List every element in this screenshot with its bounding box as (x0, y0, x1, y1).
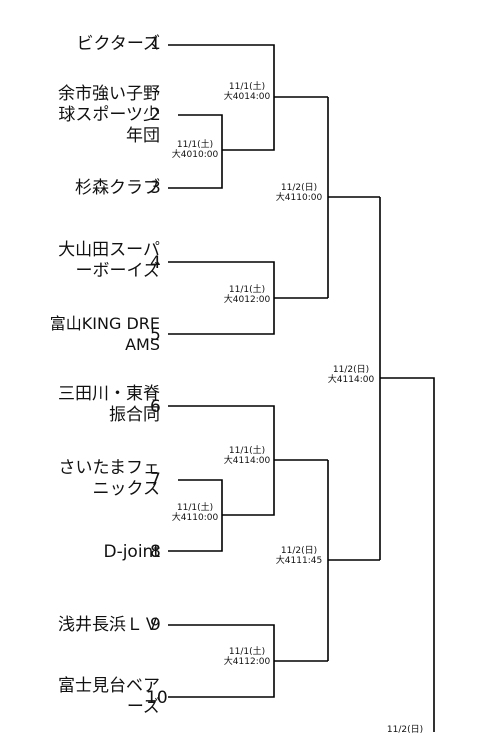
team-name-5: 富山KING DRE AMS (10, 313, 160, 355)
team-seed-4: 4 (150, 253, 161, 273)
bracket-line-team7 (168, 479, 223, 552)
team-seed-10: 10 (146, 688, 168, 708)
bracket-line-team2 (168, 114, 223, 189)
team-seed-7: 7 (150, 470, 161, 490)
team-name-2: 余市強い子野 球スポーツ少 年団 (10, 84, 160, 147)
team-seed-3: 3 (150, 178, 161, 198)
match-date: 11/1(土) (228, 446, 266, 456)
match-venue: 大4111:45 (275, 556, 323, 566)
match-date: 11/1(土) (228, 82, 266, 92)
team-name-10: 富士見台ベア ーズ (10, 676, 160, 718)
team-name-4-line1: 大山田スーパ (58, 240, 160, 260)
match-label-m1: 11/1(土) 大4014:00 (218, 82, 276, 102)
team-name-9: 浅井長浜ＬＶ (58, 615, 160, 635)
team-name-7: さいたまフェ ニックス (10, 458, 161, 500)
match-date: 11/2(日) (280, 183, 318, 193)
team-name-2-line2: 球スポーツ少 (58, 105, 160, 125)
match-venue: 大4012:00 (223, 295, 271, 305)
match-date: 11/1(土) (176, 503, 214, 513)
team-name-10-line1: 富士見台ベア (58, 676, 160, 696)
match-date: 11/1(土) (176, 140, 214, 150)
team-name-3: 杉森クラブ (75, 178, 160, 198)
match-label-m2: 11/1(土) 大4010:00 (166, 140, 224, 160)
team-name-7-line1: さいたまフェ (58, 458, 161, 478)
team-name-4: 大山田スーパ ーボーイズ (10, 240, 160, 282)
match-label-m8: 11/2(日) 大4111:45 (270, 546, 328, 566)
match-label-m3: 11/2(日) 大4110:00 (270, 183, 328, 203)
team-seed-2: 2 (150, 105, 161, 125)
team-name-2-line1: 余市強い子野 (58, 84, 160, 104)
match-venue: 大4110:00 (171, 513, 219, 523)
team-name-7-line2: ニックス (92, 479, 161, 499)
team-name-2-line3: 年団 (126, 126, 160, 146)
match-label-m9: 11/1(土) 大4112:00 (218, 647, 276, 667)
match-date: 11/1(土) (228, 647, 266, 657)
match-label-m4: 11/1(土) 大4012:00 (218, 285, 276, 305)
team-name-6-line2: 振合同 (109, 405, 160, 425)
match-date: 11/2(日) (332, 365, 370, 375)
team-seed-8: 8 (150, 542, 161, 562)
match-venue: 大4112:00 (223, 657, 271, 667)
match-venue: 大4110:00 (275, 193, 323, 203)
match-date: 11/1(土) (228, 285, 266, 295)
team-name-8: D-joint (103, 542, 160, 562)
match-label-m10: 11/2(日) (376, 725, 434, 735)
match-venue: 大4014:00 (223, 92, 271, 102)
match-venue: 大4114:00 (327, 375, 375, 385)
team-name-1: ビクターズ (76, 34, 160, 54)
team-name-10-line2: ーズ (126, 697, 160, 717)
match-venue: 大4114:00 (223, 456, 271, 466)
team-name-5-line1: 富山KING DRE (49, 314, 160, 333)
team-name-4-line2: ーボーイズ (75, 261, 161, 281)
team-name-5-line2: AMS (125, 335, 160, 354)
team-name-6: 三田川・東脊 振合同 (10, 384, 160, 426)
team-seed-5: 5 (150, 325, 161, 345)
team-seed-1: 1 (150, 34, 161, 54)
match-label-m7: 11/1(土) 大4110:00 (166, 503, 224, 523)
match-venue: 大4010:00 (171, 150, 219, 160)
team-seed-6: 6 (150, 397, 161, 417)
bracket-line-m5-out (380, 377, 435, 732)
match-date: 11/2(日) (280, 546, 318, 556)
match-label-m6: 11/1(土) 大4114:00 (218, 446, 276, 466)
match-label-m5: 11/2(日) 大4114:00 (322, 365, 380, 385)
match-date: 11/2(日) (386, 725, 424, 735)
team-seed-9: 9 (150, 615, 161, 635)
team-name-6-line1: 三田川・東脊 (58, 384, 160, 404)
